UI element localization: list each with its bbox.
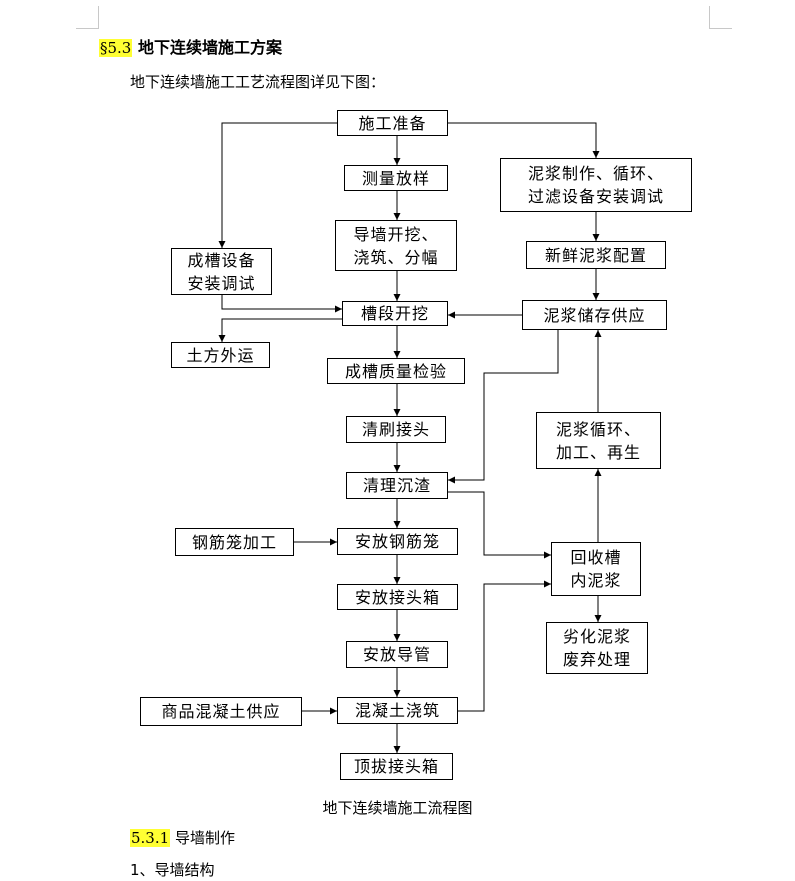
- page-corner-mark-right: [709, 6, 732, 29]
- arrow-pour-recover: [458, 580, 551, 712]
- intro-paragraph: 地下连续墙施工工艺流程图详见下图：: [130, 73, 386, 91]
- section-heading: §5.3 地下连续墙施工方案: [99, 36, 282, 60]
- node-rebar-process: 钢筋笼加工: [175, 528, 294, 556]
- subsection-title: 导墙制作: [174, 829, 235, 847]
- arrow-storage-clear: [448, 328, 559, 484]
- arrow-trenchequip-excavate: [221, 295, 342, 313]
- subsection-heading: 5.3.1 导墙制作: [130, 828, 235, 848]
- list-item: 1、导墙结构: [130, 861, 215, 879]
- node-place-rebar: 安放钢筋笼: [337, 528, 458, 555]
- flowchart-connectors: [218, 122, 602, 753]
- arrow-clear-recover: [448, 491, 551, 559]
- node-fresh-slurry: 新鲜泥浆配置: [526, 241, 666, 269]
- node-slurry-storage: 泥浆储存供应: [522, 300, 667, 330]
- node-guide-wall: 导墙开挖、 浇筑、分幅: [335, 220, 457, 271]
- node-quality: 成槽质量检验: [327, 358, 465, 384]
- section-number: §5.3: [99, 39, 133, 57]
- node-brush-joint: 清刷接头: [346, 416, 446, 443]
- page-corner-mark-left: [76, 6, 99, 29]
- subsection-number: 5.3.1: [130, 829, 171, 847]
- arrow-prep-trenchequip: [218, 122, 337, 248]
- node-excavate: 槽段开挖: [342, 301, 448, 326]
- node-slurry-recycle: 泥浆循环、 加工、再生: [536, 412, 661, 469]
- node-lift-joint-box: 顶拔接头箱: [340, 753, 453, 780]
- node-slurry-equip: 泥浆制作、循环、 过滤设备安装调试: [500, 158, 692, 212]
- node-waste-slurry: 劣化泥浆 废弃处理: [546, 622, 648, 674]
- node-clear-sediment: 清理沉渣: [346, 472, 448, 499]
- node-earth-out: 土方外运: [171, 342, 270, 368]
- arrow-prep-slurryequip: [448, 122, 600, 158]
- node-recover-slurry: 回收槽 内泥浆: [551, 542, 641, 596]
- arrow-excavate-earthout: [218, 318, 342, 342]
- node-place-pipe: 安放导管: [346, 641, 448, 668]
- node-survey: 测量放样: [344, 165, 448, 191]
- node-pour-concrete: 混凝土浇筑: [337, 697, 458, 724]
- section-title: 地下连续墙施工方案: [137, 38, 282, 57]
- node-trench-equip: 成槽设备 安装调试: [171, 248, 272, 295]
- figure-caption: 地下连续墙施工流程图: [322, 799, 473, 817]
- node-concrete-supply: 商品混凝土供应: [140, 697, 302, 726]
- node-place-joint-box: 安放接头箱: [337, 584, 458, 610]
- node-prep: 施工准备: [337, 110, 448, 136]
